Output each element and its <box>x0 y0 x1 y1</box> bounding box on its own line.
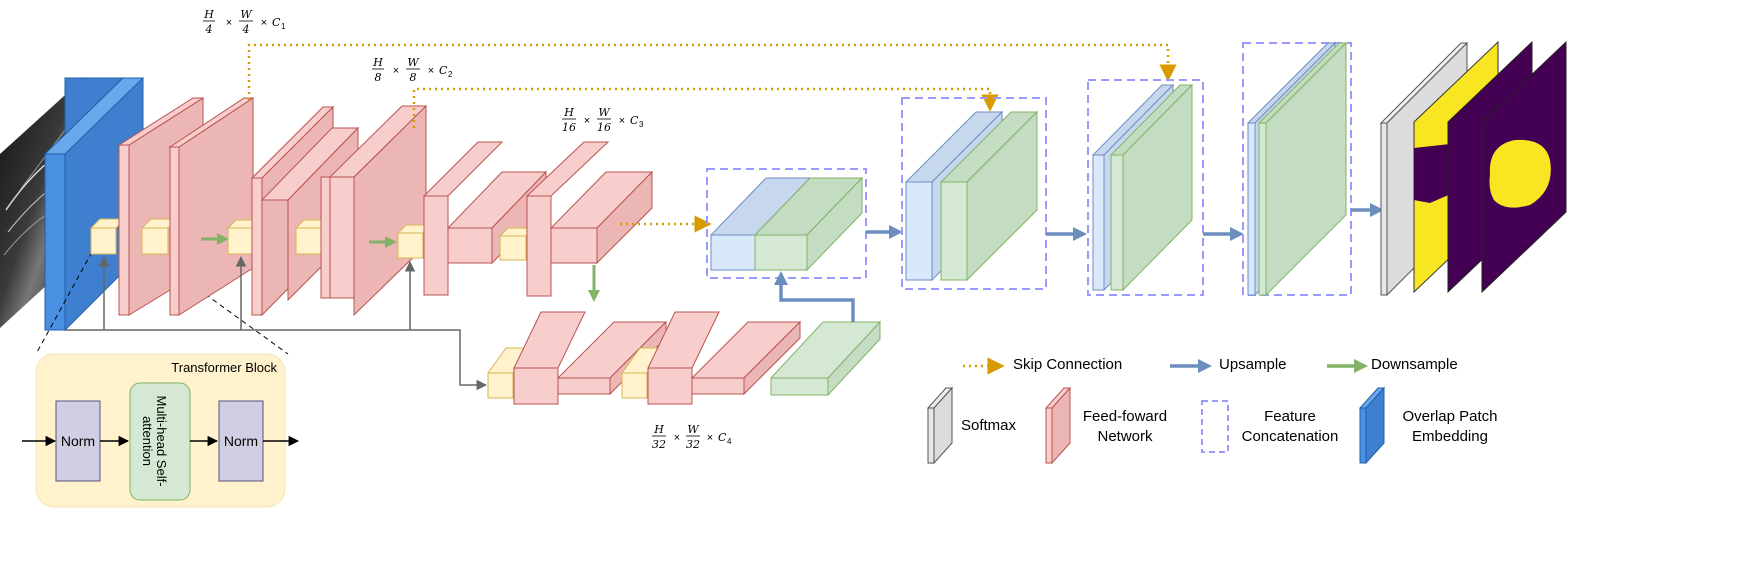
svg-text:×: × <box>226 17 232 29</box>
svg-text:4: 4 <box>205 23 213 36</box>
svg-text:4: 4 <box>242 23 250 36</box>
svg-text:8: 8 <box>410 71 417 84</box>
legend-overlap-patch-embedding: Overlap Patch Embedding <box>1358 386 1498 465</box>
svg-text:8: 8 <box>375 71 382 84</box>
svg-text:C: C <box>439 64 448 77</box>
transformer-block-title: Transformer Block <box>171 360 277 375</box>
svg-text:Downsample: Downsample <box>1371 356 1458 373</box>
multi-head-attention-box: Multi-head Self- attention <box>129 382 191 501</box>
svg-text:Concatenation: Concatenation <box>1242 428 1339 445</box>
stage3-ffn-block-b <box>525 141 654 297</box>
decoder-block-3 <box>1087 79 1204 296</box>
svg-text:Norm: Norm <box>61 433 95 449</box>
svg-text:3: 3 <box>639 120 644 129</box>
skip-connection-lines <box>247 43 1177 233</box>
svg-text:H: H <box>653 423 664 436</box>
feature-concatenation-box-2 <box>901 97 1047 290</box>
svg-text:Feature: Feature <box>1264 408 1316 425</box>
dimension-label-c1: H 4 × W 4 × C 1 <box>203 8 286 36</box>
svg-text:×: × <box>584 115 590 127</box>
feature-concatenation-box-1 <box>706 168 867 279</box>
svg-text:2: 2 <box>448 70 453 79</box>
svg-text:Norm: Norm <box>224 433 258 449</box>
zoom-line-left <box>35 251 93 355</box>
svg-text:×: × <box>707 432 713 444</box>
svg-text:H: H <box>563 106 574 119</box>
svg-text:C: C <box>718 431 727 444</box>
svg-text:Embedding: Embedding <box>1412 428 1488 445</box>
decoder-block-2 <box>901 97 1047 290</box>
legend-skip-connection: Skip Connection <box>963 356 1122 375</box>
svg-text:C: C <box>272 16 281 29</box>
legend-feed-forward-network: Feed-foward Network <box>1044 386 1167 465</box>
svg-text:W: W <box>407 56 420 69</box>
svg-text:4: 4 <box>727 437 732 446</box>
svg-text:×: × <box>393 65 399 77</box>
svg-text:32: 32 <box>686 438 700 451</box>
svg-text:Overlap Patch: Overlap Patch <box>1402 408 1497 425</box>
stage3-token-left <box>396 224 433 259</box>
svg-text:×: × <box>261 17 267 29</box>
svg-text:attention: attention <box>140 416 155 466</box>
decoder-block-4 <box>1242 41 1352 297</box>
legend-feature-concatenation: Feature Concatenation <box>1201 400 1339 453</box>
svg-text:Skip Connection: Skip Connection <box>1013 356 1122 373</box>
svg-text:W: W <box>240 8 253 21</box>
svg-text:C: C <box>630 114 639 127</box>
legend-downsample: Downsample <box>1327 356 1458 373</box>
svg-text:32: 32 <box>652 438 666 451</box>
svg-text:H: H <box>372 56 383 69</box>
svg-text:Network: Network <box>1097 428 1153 445</box>
token-connection-lines <box>65 255 488 391</box>
feature-concatenation-box-3 <box>1087 79 1204 296</box>
stage3-token-right <box>498 227 536 261</box>
legend: Skip Connection Upsample Downsample Soft… <box>926 356 1498 465</box>
svg-text:×: × <box>674 432 680 444</box>
stage1-token-right <box>140 218 179 255</box>
svg-text:×: × <box>619 115 625 127</box>
dimension-label-c4: H 32 × W 32 × C 4 <box>652 423 732 451</box>
svg-text:W: W <box>598 106 611 119</box>
legend-upsample: Upsample <box>1170 356 1287 373</box>
dimension-label-c3: H 16 × W 16 × C 3 <box>562 106 644 134</box>
output-mask-purple-front <box>1481 40 1567 294</box>
norm-box-2: Norm <box>218 400 264 482</box>
svg-text:Upsample: Upsample <box>1219 356 1287 373</box>
svg-text:1: 1 <box>281 22 286 31</box>
svg-text:Multi-head Self-: Multi-head Self- <box>154 395 169 486</box>
decoder-block-1 <box>706 168 867 279</box>
stage2-ffn-block-b <box>320 104 428 317</box>
svg-text:Softmax: Softmax <box>961 417 1017 434</box>
svg-text:×: × <box>428 65 434 77</box>
transformer-block: Transformer Block Norm Multi-head Self- … <box>22 353 300 508</box>
feature-concatenation-box-4 <box>1242 42 1352 296</box>
stage4-ffn-block-b <box>647 311 802 405</box>
svg-text:H: H <box>203 8 214 21</box>
svg-text:16: 16 <box>597 121 611 134</box>
norm-box-1: Norm <box>55 400 101 482</box>
stage4-green-output-block <box>769 320 882 397</box>
svg-text:Feed-foward: Feed-foward <box>1083 408 1167 425</box>
stage1-token-left <box>89 218 127 255</box>
svg-text:W: W <box>687 423 700 436</box>
svg-text:16: 16 <box>562 121 576 134</box>
legend-softmax: Softmax <box>926 386 1017 465</box>
dimension-label-c2: H 8 × W 8 × C 2 <box>372 56 453 84</box>
upsample-arrow-from-stage4 <box>774 271 855 322</box>
stage1-ffn-block-b <box>168 97 255 316</box>
